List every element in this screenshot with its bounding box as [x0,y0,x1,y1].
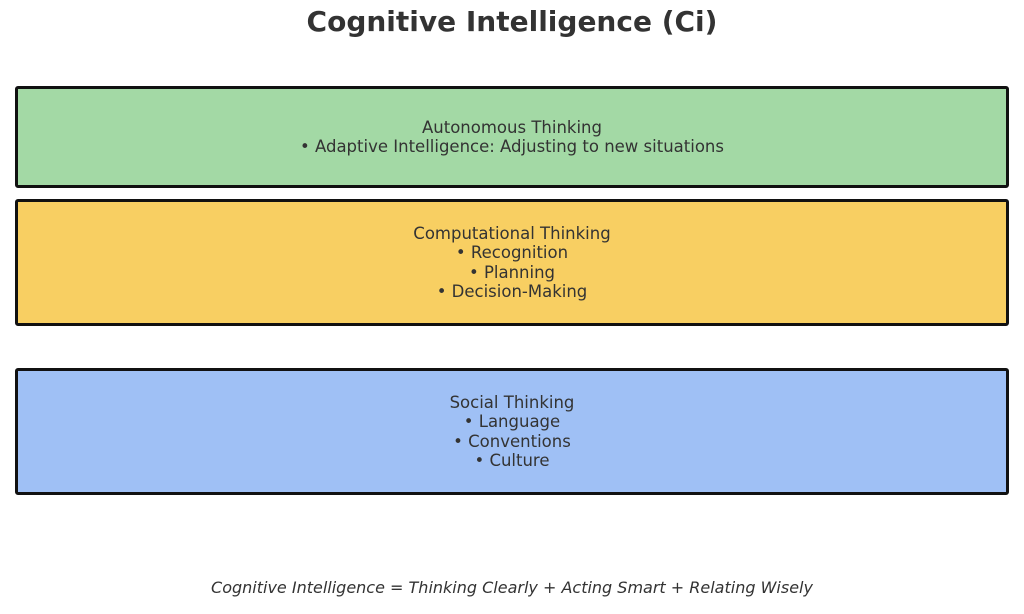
social-thinking-box: Social Thinking • Language • Conventions… [15,368,1009,495]
computational-thinking-item-decision-making: • Decision-Making [436,282,588,301]
social-thinking-item-conventions: • Conventions [453,431,571,451]
autonomous-thinking-item: • Adaptive Intelligence: Adjusting to ne… [300,137,724,156]
autonomous-thinking-box: Autonomous Thinking • Adaptive Intellige… [15,86,1009,188]
computational-thinking-box: Computational Thinking • Recognition • P… [15,199,1009,326]
social-thinking-heading: Social Thinking [449,392,575,412]
computational-thinking-content: Computational Thinking • Recognition • P… [413,224,610,302]
diagram-footer-formula: Cognitive Intelligence = Thinking Clearl… [211,578,813,597]
social-thinking-item-culture: • Culture [474,451,550,470]
autonomous-thinking-content: Autonomous Thinking • Adaptive Intellige… [300,118,724,157]
computational-thinking-item-recognition: • Recognition [455,243,569,262]
diagram-title: Cognitive Intelligence (Ci) [306,5,718,38]
autonomous-thinking-heading: Autonomous Thinking [422,117,602,137]
computational-thinking-item-planning: • Planning [468,262,556,282]
social-thinking-content: Social Thinking • Language • Conventions… [450,393,575,471]
computational-thinking-heading: Computational Thinking [413,223,611,243]
social-thinking-item-language: • Language [463,412,561,431]
